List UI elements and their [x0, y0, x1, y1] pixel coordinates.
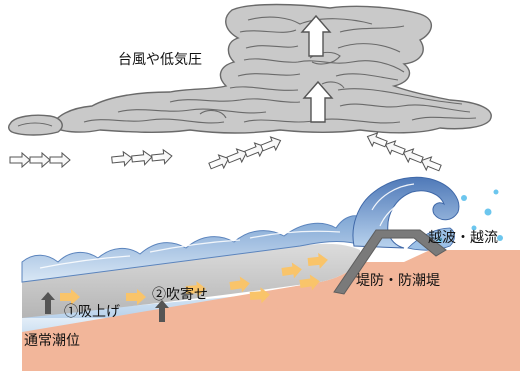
normal-tide-label: 通常潮位 — [24, 332, 80, 348]
wind-arrow-icon — [420, 156, 442, 172]
sea-surface — [21, 215, 367, 283]
lift-arrows — [41, 292, 169, 322]
rise-arrows — [300, 14, 334, 123]
wind-arrow-icon — [49, 151, 71, 169]
wind-arrow-icon — [208, 154, 230, 170]
wind-arrow-icon — [151, 148, 173, 165]
cloud-texture — [83, 16, 477, 124]
flow-arrow-icon — [185, 281, 206, 298]
wind-arrow-icon — [244, 142, 266, 158]
wind-arrow-icon — [260, 136, 282, 152]
wind-arrow-icon — [9, 151, 31, 169]
suction-label: ①吸上げ — [64, 303, 120, 319]
wind-arrow-icon — [384, 140, 406, 156]
flow-arrow-icon — [126, 289, 146, 305]
wind-arrow-icon — [226, 148, 248, 164]
overtopping-label: 越波・越流 — [428, 229, 498, 245]
wind-arrow-icon — [402, 148, 424, 164]
up-arrow-icon — [302, 80, 334, 123]
seawall — [333, 229, 447, 295]
up-arrow-icon — [300, 14, 332, 57]
cloud-tower — [51, 3, 492, 134]
flow-arrows — [60, 252, 328, 305]
surge-band — [22, 243, 360, 318]
seawall-label: 堤防・防潮堤 — [356, 272, 440, 288]
spray-droplets — [437, 189, 503, 243]
lift-arrow-icon — [41, 292, 55, 314]
typhoon-label: 台風や低気圧 — [118, 51, 202, 67]
lift-arrow-icon — [155, 300, 169, 322]
flow-arrow-icon — [60, 289, 80, 305]
flow-arrow-icon — [299, 274, 320, 291]
wind-arrow-icon — [131, 149, 153, 166]
wind-setup-label: ②吹寄せ — [152, 286, 208, 302]
wind-arrow-icon — [111, 150, 133, 167]
flow-arrow-icon — [229, 276, 250, 293]
flow-arrow-icon — [307, 252, 328, 269]
cloud-left-puff — [7, 114, 63, 136]
flow-arrow-icon — [249, 287, 270, 304]
flow-arrow-icon — [281, 262, 302, 279]
wind-arrows — [9, 132, 442, 172]
storm-cloud — [7, 3, 492, 136]
wind-arrow-icon — [29, 151, 51, 169]
wind-arrow-icon — [366, 132, 388, 148]
